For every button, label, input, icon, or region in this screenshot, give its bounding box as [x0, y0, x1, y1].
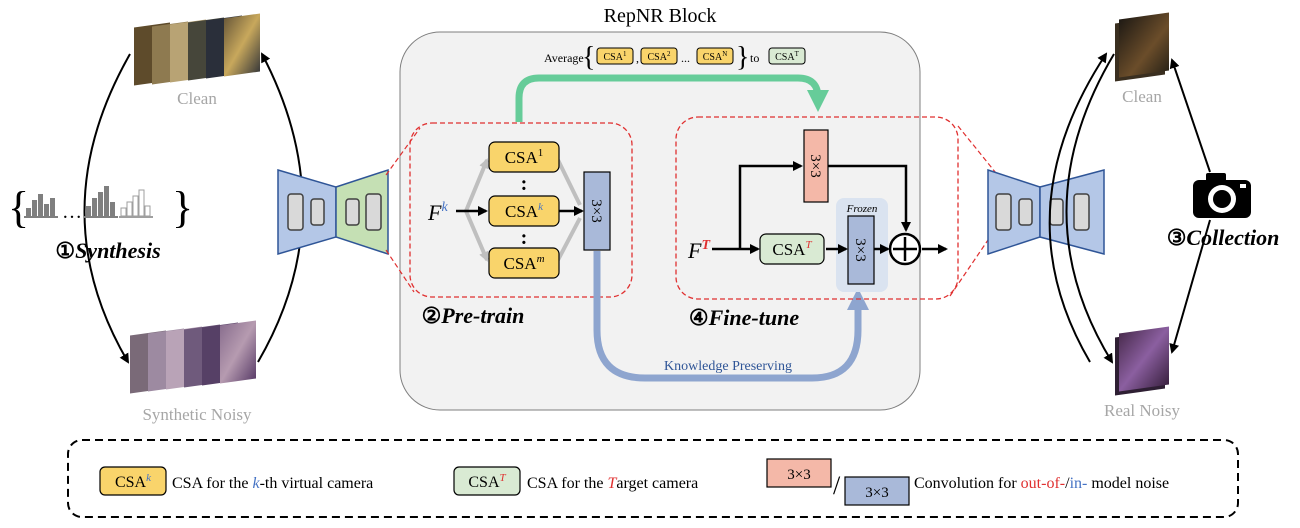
- right-noisy-image: [1115, 326, 1169, 396]
- svg-text:{: {: [8, 183, 29, 232]
- pretrain-csa-m-box: [488, 247, 560, 279]
- right-clean-image: [1115, 12, 1169, 82]
- left-network-icon: [277, 168, 389, 256]
- pretrain-input-label: Fk: [427, 200, 448, 225]
- legend-conv-blue-swatch: [844, 476, 910, 506]
- finetune-region: [675, 116, 959, 300]
- left-arc-to-noisy: [83, 53, 131, 364]
- finetune-wiring: [712, 161, 948, 254]
- pretrain-csa-1-box: [488, 141, 560, 173]
- svg-text:CSAk: CSAk: [115, 472, 152, 491]
- svg-text:CSA2: CSA2: [648, 50, 671, 63]
- left-clean-label: Clean: [177, 89, 217, 108]
- legend-conv-desc: Convolution for out-of-/in- model noise: [914, 475, 1169, 492]
- svg-text:…: …: [62, 201, 82, 223]
- svg-text:{: {: [582, 42, 595, 73]
- legend-box: [67, 439, 1239, 518]
- knowledge-preserving-label: Knowledge Preserving: [664, 359, 792, 374]
- left-noisy-image-stack: [130, 320, 256, 394]
- avg-csa-2-box: [640, 47, 678, 65]
- svg-text:CSA1: CSA1: [505, 147, 544, 167]
- svg-text:3×3: 3×3: [865, 485, 888, 501]
- svg-text::: :: [521, 173, 528, 195]
- right-arc-to-real-noisy-2: [1048, 52, 1108, 363]
- legend-csa-k-swatch: [99, 466, 167, 496]
- legend-csa-t-desc: CSA for the Target camera: [527, 475, 698, 492]
- average-row: Average { CSA1 , CSA2 ... CSAN } to CSAT: [544, 42, 806, 73]
- svg-text:3×3: 3×3: [807, 154, 823, 177]
- svg-text:Frozen: Frozen: [846, 203, 878, 215]
- average-arrow: [515, 74, 829, 122]
- synthesis-step-label: ①Synthesis: [55, 238, 160, 263]
- avg-csa-n-box: [696, 47, 734, 65]
- avg-csa-t-box: [768, 47, 806, 65]
- svg-text:CSAT: CSAT: [468, 472, 506, 491]
- svg-text:Average: Average: [544, 51, 584, 65]
- svg-text::: :: [521, 227, 528, 249]
- finetune-csa-t-box: [759, 233, 825, 265]
- legend-conv-red-swatch: [766, 458, 832, 488]
- finetune-step-label: ④Fine-tune: [689, 305, 799, 330]
- camera-icon: [1193, 173, 1251, 218]
- pretrain-step-label: ②Pre-train: [422, 303, 525, 328]
- left-noisy-label: Synthetic Noisy: [142, 405, 252, 424]
- histogram-icon: { … }: [8, 183, 193, 232]
- camera-to-noisy-arrow: [1169, 219, 1211, 354]
- repnr-block-title: RepNR Block: [604, 5, 717, 27]
- pretrain-conv-box: [583, 171, 611, 251]
- svg-text:CSAm: CSAm: [503, 253, 544, 273]
- svg-text:to: to: [750, 51, 759, 65]
- svg-text:}: }: [736, 42, 749, 73]
- svg-text:3×3: 3×3: [852, 238, 868, 261]
- svg-text:3×3: 3×3: [588, 199, 604, 222]
- avg-csa-1-box: [596, 47, 634, 65]
- svg-text:...: ...: [681, 51, 690, 65]
- camera-to-clean-arrow: [1169, 58, 1211, 173]
- right-arc-to-real-noisy: [1065, 53, 1115, 364]
- finetune-conv-out-box: [803, 129, 829, 203]
- left-clean-image-stack: [134, 13, 260, 86]
- zoom-lines: [385, 125, 1001, 297]
- repnr-block-panel: [399, 31, 921, 411]
- finetune-input-label: FT: [687, 238, 711, 263]
- pretrain-region: [409, 122, 633, 298]
- svg-text:CSAT: CSAT: [775, 50, 799, 63]
- finetune-conv-in-box: [847, 215, 875, 285]
- right-clean-label: Clean: [1122, 87, 1162, 106]
- plus-icon: [888, 232, 922, 266]
- svg-text:CSAk: CSAk: [505, 201, 544, 221]
- svg-text:CSAN: CSAN: [703, 50, 728, 63]
- svg-text:/: /: [833, 471, 841, 500]
- right-network-icon: [987, 168, 1105, 256]
- pretrain-branch-arrows: [456, 158, 584, 262]
- svg-text:CSAT: CSAT: [772, 239, 812, 259]
- svg-text:,: ,: [636, 51, 639, 65]
- knowledge-preserving-arrow: [593, 251, 869, 382]
- svg-text:3×3: 3×3: [787, 467, 810, 483]
- right-noisy-label: Real Noisy: [1104, 401, 1181, 420]
- pretrain-csa-k-box: [488, 195, 560, 227]
- collection-step-label: ③Collection: [1167, 225, 1280, 250]
- legend-csa-t-swatch: [453, 466, 521, 496]
- svg-text:}: }: [172, 183, 193, 232]
- svg-text:CSA1: CSA1: [604, 50, 627, 63]
- legend-csa-k-desc: CSA for the k-th virtual camera: [172, 475, 373, 492]
